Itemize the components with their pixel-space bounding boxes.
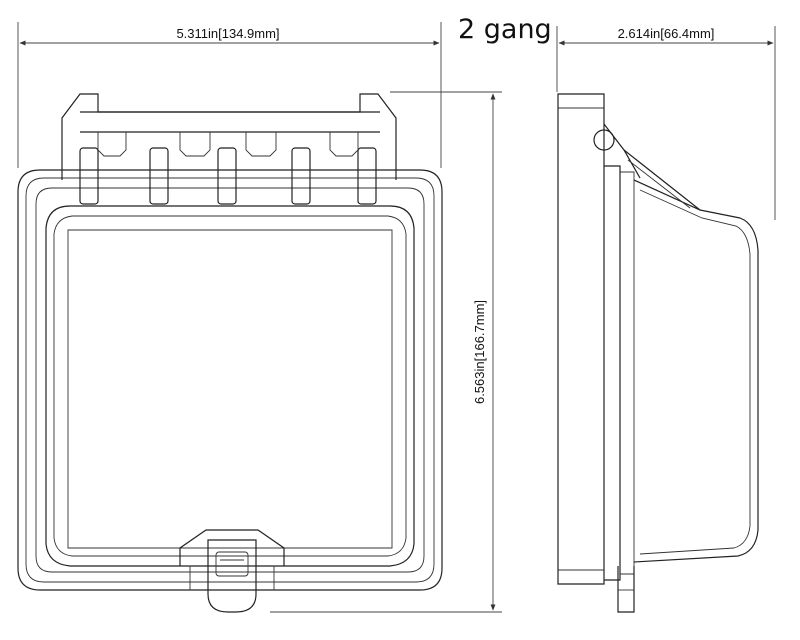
latch [179,529,285,613]
depth-dimension: 2.614in[66.4mm] [556,26,776,220]
side-view [557,93,759,613]
height-label: 6.563in[166.7mm] [472,300,487,404]
height-dimension: 6.563in[166.7mm] [270,91,502,613]
depth-label: 2.614in[66.4mm] [618,26,715,41]
width-label: 5.311in[134.9mm] [176,26,279,41]
drawing-title: 2 gang [458,14,552,45]
hinge [61,93,397,205]
front-view [17,93,443,613]
width-dimension: 5.311in[134.9mm] [17,22,442,168]
